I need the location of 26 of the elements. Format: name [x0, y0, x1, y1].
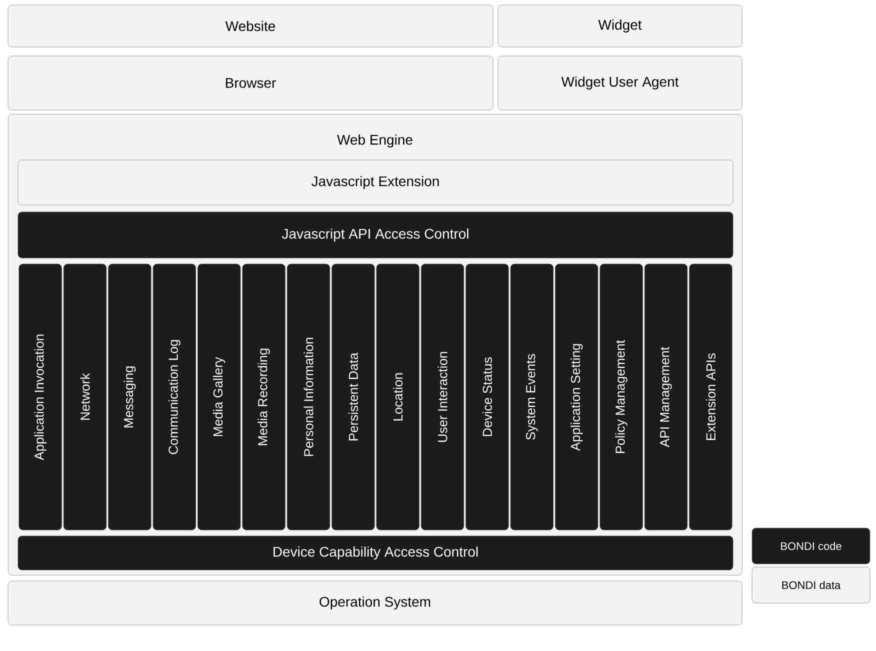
layer-box: Javascript API Access Control [18, 212, 734, 258]
api-column: API Management [644, 264, 688, 530]
api-column: Location [376, 264, 420, 530]
api-column: Extension APIs [689, 264, 732, 530]
api-column: Network [63, 264, 107, 530]
layer-box: Javascript Extension [18, 160, 734, 206]
legend-label: BONDI code [781, 542, 842, 550]
api-column: User Interaction [420, 264, 464, 530]
layer-box: Browser [8, 56, 494, 110]
layer-box: Widget User Agent [498, 56, 742, 110]
layer-box: Operation System [8, 580, 742, 626]
layer-box: Website [8, 4, 494, 48]
api-column: Persistent Data [332, 264, 375, 530]
api-column: Application Invocation [18, 264, 62, 530]
layer-box: Widget [498, 4, 742, 48]
api-column: System Events [510, 264, 554, 530]
api-column: Messaging [108, 264, 152, 530]
api-column: Application Setting [555, 264, 598, 530]
api-column: Communication Log [152, 264, 196, 530]
layer-box: Device Capability Access Control [18, 536, 734, 570]
api-column: Personal Information [286, 264, 330, 530]
api-column: Policy Management [600, 264, 643, 530]
legend-label: BONDI data [782, 580, 841, 590]
api-column: Media Recording [242, 264, 286, 530]
api-column: Device Status [466, 264, 509, 530]
api-column: Media Gallery [198, 264, 241, 530]
